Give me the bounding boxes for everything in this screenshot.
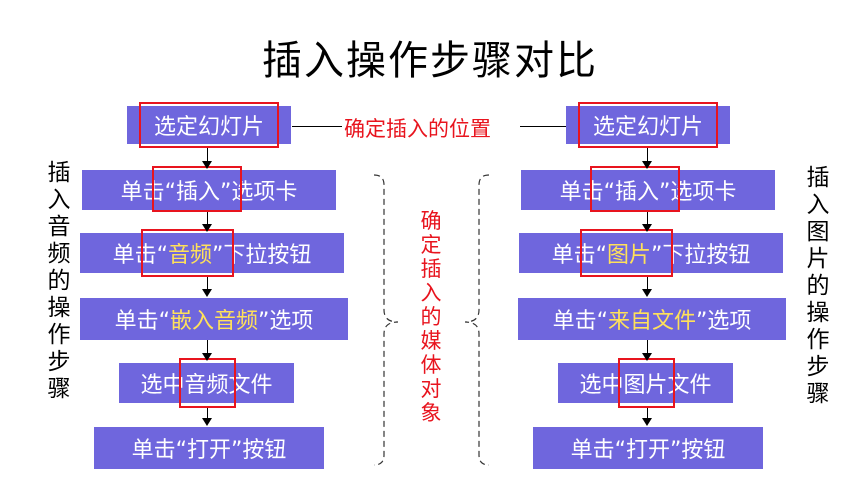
right-step-5-box: 选中图片文件 bbox=[558, 363, 733, 403]
left-arrow-3 bbox=[202, 289, 212, 297]
right-step-1-text: 选定幻灯片 bbox=[592, 115, 703, 140]
left-step-1-box: 选定幻灯片 bbox=[127, 106, 291, 144]
right-step-5-pre: 选中 bbox=[579, 373, 624, 398]
left-arrow-1 bbox=[202, 161, 212, 169]
right-step-3-pre: 单击“ bbox=[551, 243, 607, 268]
left-highlight-frame-2 bbox=[152, 166, 242, 212]
left-step-2-text: 单击“插入”选项卡 bbox=[120, 180, 298, 205]
right-step-6-box: 单击“打开”按钮 bbox=[533, 427, 763, 469]
left-brace bbox=[373, 174, 399, 466]
right-arrow-4 bbox=[642, 353, 652, 361]
left-step-5-post: 音频文件 bbox=[184, 373, 273, 398]
left-connector-4 bbox=[207, 340, 208, 355]
page-title: 插入操作步骤对比 bbox=[262, 38, 598, 84]
right-connector-1 bbox=[647, 148, 648, 163]
right-step-4-post: ”选项 bbox=[696, 309, 752, 334]
right-highlight-frame-1 bbox=[578, 102, 718, 148]
right-step-3-box: 单击“图片”下拉按钮 bbox=[519, 233, 783, 273]
left-step-5-pre: 选中 bbox=[140, 373, 185, 398]
left-step-1-text: 选定幻灯片 bbox=[153, 115, 264, 140]
right-connector-3 bbox=[647, 277, 648, 291]
right-connector-2 bbox=[647, 212, 648, 226]
left-step-3-post: ”下拉按钮 bbox=[212, 243, 312, 268]
right-step-4-highlight: 来自文件 bbox=[607, 309, 696, 334]
right-step-2-text: 单击“插入”选项卡 bbox=[559, 180, 737, 205]
right-connector-5 bbox=[647, 408, 648, 420]
left-step-2-box: 单击“插入”选项卡 bbox=[82, 170, 336, 210]
left-step-4-post: ”选项 bbox=[258, 309, 314, 334]
right-highlight-frame-2 bbox=[590, 166, 680, 212]
left-step-3-pre: 单击“ bbox=[112, 243, 168, 268]
center-vertical-label: 确定插入的媒体对象 bbox=[420, 209, 442, 425]
left-side-label: 插入音频的操作步骤 bbox=[47, 160, 71, 402]
right-side-label: 插入图片的操作步骤 bbox=[806, 165, 830, 407]
left-step-4-box: 单击“嵌入音频”选项 bbox=[80, 298, 348, 340]
left-step-6-box: 单击“打开”按钮 bbox=[94, 427, 324, 469]
link-line-left bbox=[292, 126, 342, 127]
left-arrow-5 bbox=[202, 418, 212, 426]
right-step-4-pre: 单击“ bbox=[552, 309, 608, 334]
left-highlight-frame-3 bbox=[141, 229, 234, 277]
center-link-label: 确定插入的位置 bbox=[344, 117, 491, 141]
right-arrow-3 bbox=[642, 289, 652, 297]
right-step-3-highlight: 图片 bbox=[606, 243, 651, 268]
right-arrow-5 bbox=[642, 418, 652, 426]
left-step-6-text: 单击“打开”按钮 bbox=[131, 438, 287, 463]
left-step-3-highlight: 音频 bbox=[167, 243, 212, 268]
right-step-5-post: 图片文件 bbox=[623, 373, 712, 398]
left-step-3-box: 单击“音频”下拉按钮 bbox=[80, 233, 344, 273]
right-brace bbox=[464, 174, 490, 466]
right-arrow-1 bbox=[642, 161, 652, 169]
left-arrow-4 bbox=[202, 353, 212, 361]
left-step-4-pre: 单击“ bbox=[114, 309, 170, 334]
right-step-3-post: ”下拉按钮 bbox=[651, 243, 751, 268]
left-connector-1 bbox=[207, 148, 208, 163]
right-highlight-frame-5 bbox=[618, 358, 675, 408]
left-step-4-highlight: 嵌入音频 bbox=[169, 309, 258, 334]
left-highlight-frame-1 bbox=[139, 102, 279, 148]
left-connector-2 bbox=[207, 212, 208, 226]
left-arrow-2 bbox=[202, 224, 212, 232]
right-connector-4 bbox=[647, 340, 648, 355]
left-highlight-frame-5 bbox=[179, 358, 236, 408]
right-step-6-text: 单击“打开”按钮 bbox=[570, 438, 726, 463]
left-connector-3 bbox=[207, 277, 208, 291]
right-step-2-box: 单击“插入”选项卡 bbox=[521, 170, 775, 210]
right-step-4-box: 单击“来自文件”选项 bbox=[518, 298, 786, 340]
left-connector-5 bbox=[207, 408, 208, 420]
right-step-1-box: 选定幻灯片 bbox=[566, 106, 730, 144]
link-line-right bbox=[520, 126, 566, 127]
right-highlight-frame-3 bbox=[580, 229, 673, 277]
left-step-5-box: 选中音频文件 bbox=[119, 363, 294, 403]
right-arrow-2 bbox=[642, 224, 652, 232]
